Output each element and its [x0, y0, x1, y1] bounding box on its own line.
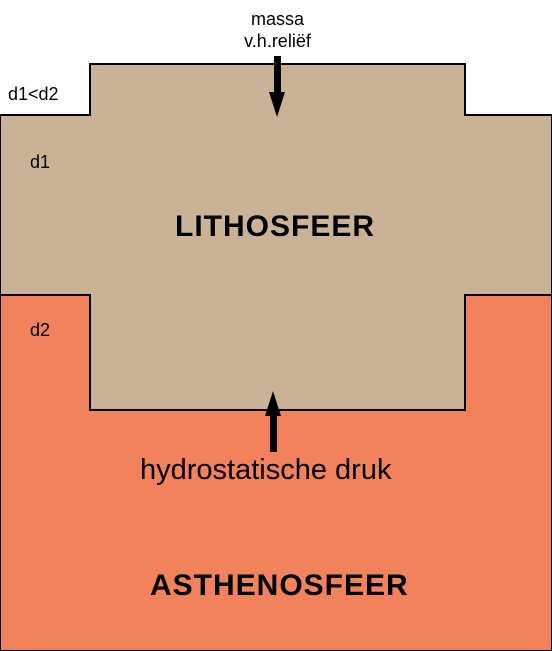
lithosphere-layer	[0, 63, 552, 411]
thickness-comparison-label: d1<d2	[8, 84, 59, 104]
relief-mass-label: massa v.h.reliëf	[220, 8, 335, 52]
relief-mass-line-1: massa	[250, 9, 304, 29]
d2-label: d2	[30, 320, 51, 340]
arrow-down-icon	[269, 56, 285, 117]
asthenosphere-label: ASTHENOSFEER	[150, 569, 409, 602]
relief-mass-line-2: v.h.reliëf	[244, 31, 311, 51]
hydrostatic-pressure-label: hydrostatische druk	[140, 454, 392, 486]
lithosphere-label: LITHOSFEER	[175, 210, 376, 243]
d1-label: d1	[30, 152, 51, 172]
arrow-up-icon	[265, 391, 281, 452]
